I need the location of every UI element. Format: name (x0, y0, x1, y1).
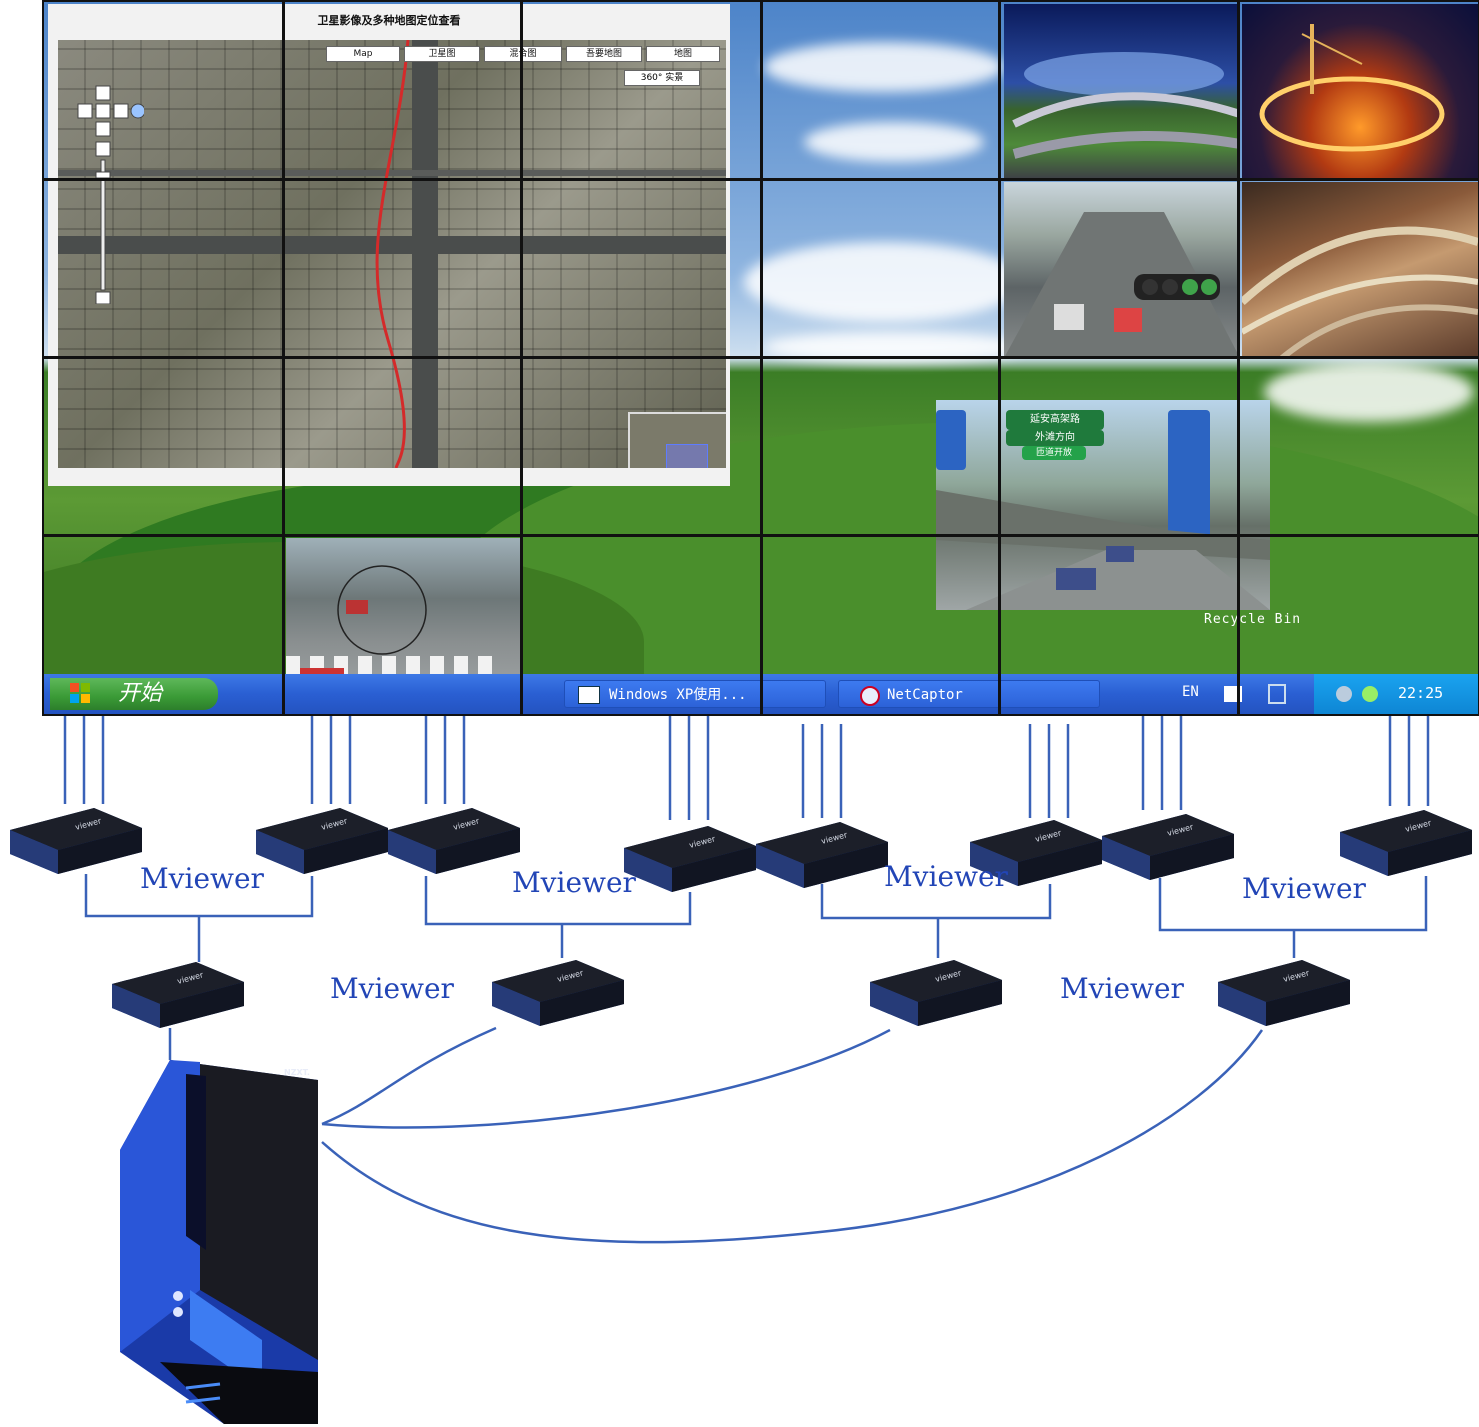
mviewer-label: Mviewer (1060, 972, 1184, 1005)
mviewer-label: Mviewer (330, 972, 454, 1005)
recycle-bin-label[interactable]: Recycle Bin (1204, 612, 1302, 627)
road-sign-right (1168, 410, 1210, 540)
map-window: 卫星影像及多种地图定位查看 (48, 4, 730, 486)
satellite-map[interactable] (58, 40, 726, 468)
road-sign-name: 延安高架路 (1006, 410, 1104, 430)
video-panel-night-interchange (1242, 4, 1478, 180)
word-icon (578, 686, 600, 704)
taskbar-item-label: NetCaptor (887, 687, 963, 703)
netcaptor-icon (860, 686, 880, 706)
video-panel-interchange (1242, 182, 1478, 358)
tray-toggle-icon[interactable] (1268, 684, 1286, 704)
overview-minimap[interactable] (628, 412, 726, 468)
mviewer-label: Mviewer (512, 866, 636, 899)
taskbar-item-netcaptor[interactable]: NetCaptor (838, 680, 1100, 708)
video-panel-elevated-road: 延安高架路 外滩方向 匝道开放 (936, 400, 1270, 610)
road-sign-direction: 外滩方向 (1006, 430, 1104, 446)
network-icon[interactable] (1362, 686, 1378, 702)
view-360-button[interactable]: 360° 实景 (624, 70, 700, 86)
language-indicator[interactable]: EN (1182, 684, 1199, 700)
taskbar-item-word[interactable]: Windows XP使用... (564, 680, 826, 708)
taskbar-item-label: Windows XP使用... (609, 687, 747, 703)
pc-brand-label: NZXT. (284, 1068, 310, 1077)
start-button-label: 开始 (118, 681, 163, 706)
mviewer-label: Mviewer (1242, 872, 1366, 905)
map-type-button-wuyao[interactable]: 吾要地图 (566, 46, 642, 62)
pc-tower (120, 1060, 318, 1424)
map-navigation-control[interactable] (74, 84, 146, 305)
mviewer-label: Mviewer (140, 862, 264, 895)
video-wall: 卫星影像及多种地图定位查看 (44, 2, 1478, 714)
road-sign-left (936, 410, 966, 470)
map-type-button-satellite[interactable]: 卫星图 (404, 46, 480, 62)
windows-logo-icon (70, 683, 90, 703)
map-type-button-ditu[interactable]: 地图 (646, 46, 720, 62)
system-tray (1314, 674, 1478, 714)
map-title: 卫星影像及多种地图定位查看 (317, 14, 461, 27)
video-panel-stadium (1004, 4, 1240, 180)
speaker-icon[interactable] (1336, 686, 1352, 702)
video-panel-city-road (1004, 182, 1240, 358)
map-type-button-map[interactable]: Map (326, 46, 400, 62)
route-line (375, 40, 410, 468)
road-sign-status: 匝道开放 (1022, 446, 1086, 460)
clock[interactable]: 22:25 (1398, 684, 1444, 702)
mviewer-label: Mviewer (884, 860, 1008, 893)
